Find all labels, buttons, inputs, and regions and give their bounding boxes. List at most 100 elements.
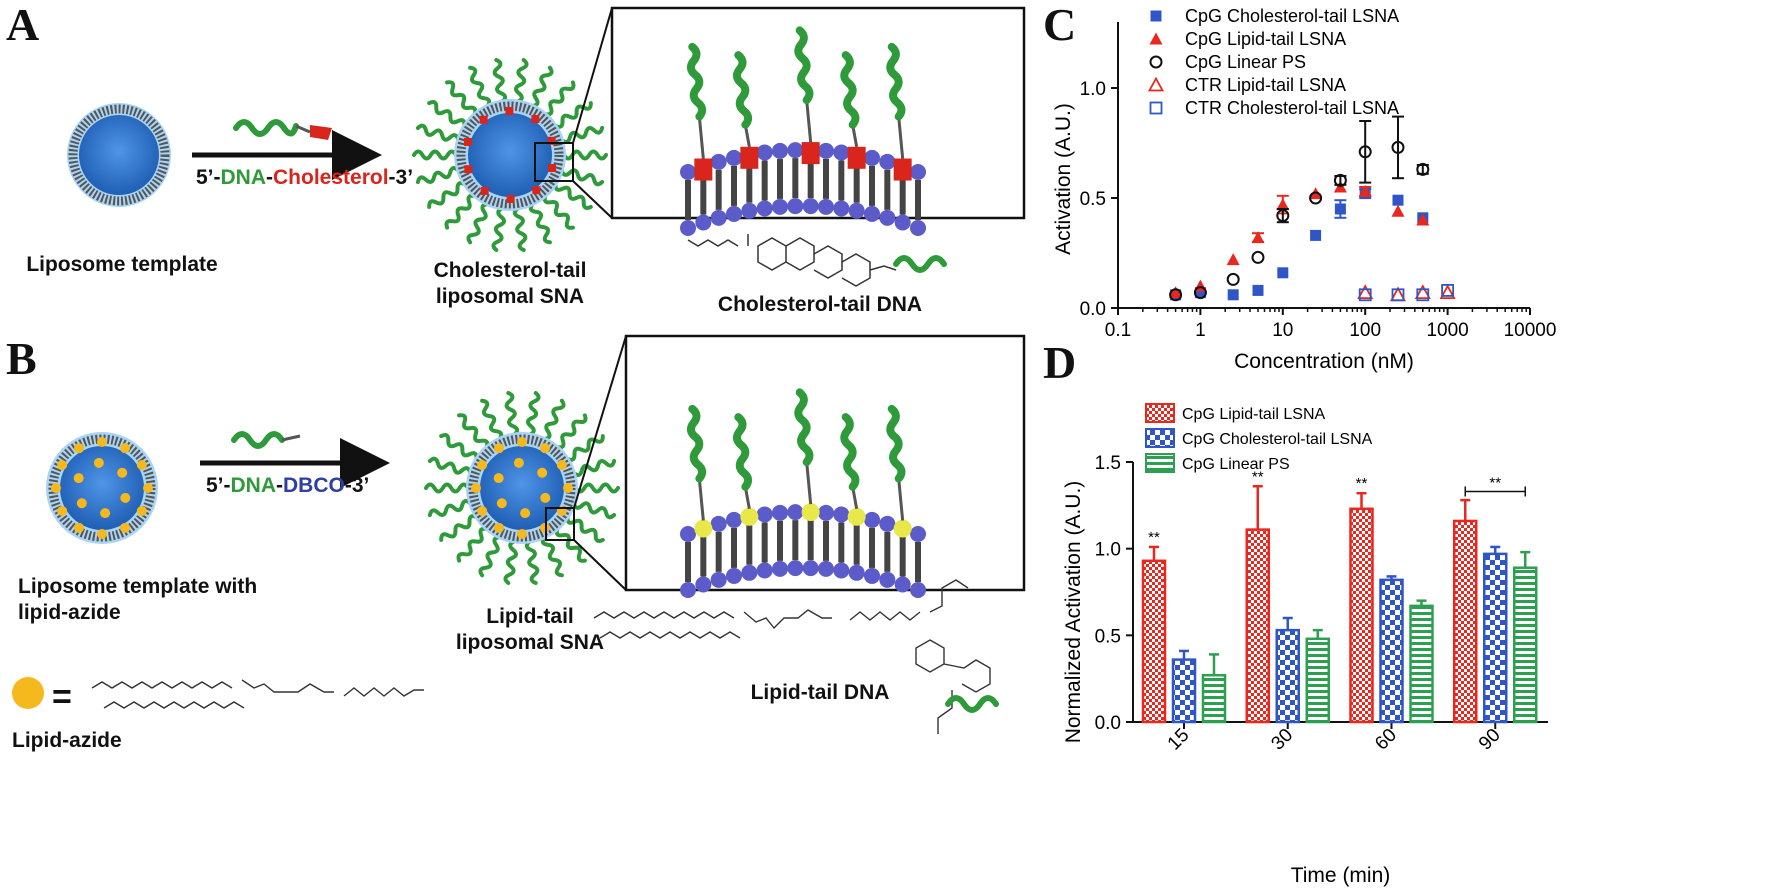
lipid-headgroup: [726, 149, 742, 166]
seq-dash-b: -: [276, 474, 284, 497]
x-tick-label: 0.1: [1105, 320, 1131, 341]
dna-strand: [543, 80, 576, 117]
dna-strand: [526, 391, 541, 437]
linker: [897, 478, 905, 521]
data-point: [1226, 253, 1240, 266]
dna-strand-icon-lipid: [945, 695, 999, 713]
azide-dot: [513, 457, 524, 468]
data-point: [1252, 284, 1264, 296]
data-point: [1391, 204, 1405, 217]
azide-dot: [143, 483, 153, 493]
dna-strand: [559, 126, 605, 145]
dna-strand: [554, 526, 587, 563]
data-point: [1309, 191, 1323, 205]
data-point: [1226, 272, 1240, 286]
lipid-headgroup: [756, 144, 773, 161]
cholesterol-anchor: [463, 137, 472, 146]
legend-label: CpG Linear PS: [1185, 52, 1306, 72]
dna-strand: [412, 149, 458, 161]
data-point: [1391, 288, 1405, 302]
lipid-headgroup: [879, 153, 896, 170]
azide-dot: [76, 498, 87, 509]
y-tick-label: 0.5: [1095, 626, 1121, 647]
lipid-headgroup: [910, 164, 926, 180]
legend-label: CpG Lipid-tail LSNA: [1185, 29, 1346, 49]
x-axis-label: Concentration (nM): [1234, 350, 1414, 373]
x-tick-label: 15: [1164, 725, 1194, 755]
linker: [897, 116, 905, 159]
lipid-headgroup: [680, 526, 696, 542]
dna-strand: [457, 413, 490, 450]
data-point: [1277, 267, 1289, 279]
dna-strand: [504, 391, 520, 437]
lipid-headgroup: [772, 198, 788, 215]
dna-strand: [840, 413, 860, 491]
lipid-sna-particle: [424, 391, 620, 585]
dna-strand: [542, 193, 575, 230]
azide-dot: [120, 522, 130, 533]
liposome-template-a: [67, 103, 171, 207]
x-tick-label: 1000: [1426, 320, 1468, 341]
zoom-inset-a: [610, 6, 1026, 220]
linker: [697, 116, 705, 159]
x-tick-label: 100: [1349, 320, 1381, 341]
dna-strand: [732, 51, 753, 129]
lipid-headgroup: [726, 511, 742, 528]
azide-dot: [563, 483, 573, 493]
cholesterol-anchor: [547, 136, 556, 145]
bar: [1305, 637, 1330, 724]
bar: [1245, 528, 1270, 724]
data-point: [1334, 203, 1346, 215]
data-point: [1392, 194, 1404, 206]
dna-strand: [468, 65, 492, 108]
seq-dna: DNA: [220, 166, 267, 189]
dna-strand: [540, 535, 564, 578]
lipid-headgroup: [802, 198, 819, 215]
lipid-headgroup: [710, 571, 727, 588]
azide-dot: [520, 508, 531, 519]
dna-strand: [456, 526, 489, 563]
cholesterol-sna-particle: [412, 58, 608, 252]
legend-marker: [1149, 55, 1163, 69]
lipid-headgroup: [818, 142, 834, 159]
lipid-headgroup: [772, 504, 788, 521]
y-tick-label: 1.0: [1080, 79, 1106, 100]
cholesterol-anchor: [506, 194, 515, 203]
dna-strand-icon-a: [233, 119, 332, 140]
lipid-headgroup: [787, 504, 804, 521]
azide-dot: [97, 437, 107, 447]
data-point: [1441, 283, 1454, 297]
dna-strand: [794, 388, 814, 467]
legend-label: CpG Cholesterol-tail LSNA: [1185, 6, 1399, 26]
azide-dot: [494, 443, 504, 454]
cholesterol-sna-label: Cholesterol-tail liposomal SNA: [410, 258, 610, 311]
equals-sign: =: [52, 678, 72, 716]
dna-strand: [424, 482, 470, 494]
dna-strand-icon-cholesterol: [893, 255, 947, 273]
seq-3prime-b: -3’: [344, 474, 370, 497]
azide-dot: [556, 460, 567, 470]
lipid-headgroup: [695, 214, 712, 231]
significance-label: **: [1252, 468, 1264, 485]
data-point: [1358, 288, 1372, 302]
dna-strand: [427, 456, 473, 475]
dna-strand: [444, 193, 477, 230]
cholesterol-sequence-label: 5’-DNA-Cholesterol-3’: [196, 166, 413, 190]
lipid-dna-label: Lipid-tail DNA: [750, 681, 890, 704]
cholesterol-anchor: [480, 186, 489, 195]
lipid-headgroup: [910, 526, 926, 542]
data-point: [1193, 286, 1207, 300]
legend-label: CpG Lipid-tail LSNA: [1182, 406, 1326, 423]
dna-strand: [512, 206, 528, 252]
lipid-headgroup: [833, 506, 850, 523]
dna-strand: [439, 433, 479, 461]
lipid-headgroup: [787, 198, 804, 215]
cholesterol-anchor: [694, 158, 713, 181]
dna-strand: [427, 100, 467, 128]
cholesterol-sna-label-line1: Cholesterol-tail: [433, 259, 587, 282]
lipid-headgroup: [726, 567, 742, 584]
dna-strand: [427, 498, 473, 517]
data-point: [1358, 145, 1372, 159]
legend-swatch: [1145, 453, 1175, 473]
